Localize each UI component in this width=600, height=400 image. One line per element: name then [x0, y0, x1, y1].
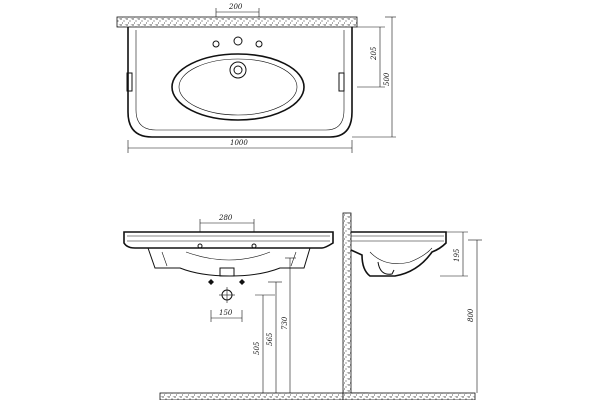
- top-dim-total-width: 1000: [230, 139, 248, 147]
- front-waste-connection: [208, 279, 245, 303]
- front-floor-slab: [159, 392, 369, 400]
- side-floor-slab: [342, 392, 476, 400]
- front-basin-top-edge: [123, 231, 334, 249]
- side-waste-outlet: [377, 261, 395, 275]
- top-basin-outline: [127, 27, 353, 138]
- front-bowl-underside: [147, 247, 311, 277]
- top-dim-depth-to-bowl: 205: [370, 46, 378, 61]
- top-bowl-inner: [178, 58, 298, 116]
- front-dim-tap-spacing: 280: [218, 214, 233, 222]
- side-basin-profile: [350, 231, 447, 277]
- top-tap-hole-left: [212, 40, 220, 48]
- front-dim-height-565: 565: [266, 332, 274, 346]
- top-right-bracket: [338, 72, 345, 92]
- top-dim-total-depth: 500: [383, 72, 391, 86]
- top-bowl-outer: [171, 53, 305, 121]
- front-dim-height-505: 505: [253, 341, 261, 355]
- top-tap-hole-center: [233, 36, 243, 46]
- top-dim-tap-spacing: 200: [228, 3, 243, 11]
- top-tap-hole-right: [255, 40, 263, 48]
- front-view: 280 150 505 565 730: [123, 214, 369, 400]
- side-view: 195 800: [342, 212, 482, 400]
- top-basin-inner-rim: [135, 30, 345, 131]
- side-dim-total-height: 800: [467, 308, 475, 322]
- top-countertop-slab: [116, 16, 358, 28]
- top-drain-outer: [229, 61, 247, 79]
- side-dim-basin-height: 195: [453, 248, 461, 262]
- front-waste-outlet: [219, 267, 235, 277]
- top-left-bracket: [126, 72, 133, 92]
- top-drain-inner: [233, 65, 243, 75]
- front-dim-waste-spacing: 150: [219, 309, 233, 317]
- top-view: 200 205 500 1000: [116, 3, 396, 153]
- front-dim-height-730: 730: [281, 316, 289, 330]
- side-wall: [342, 212, 352, 400]
